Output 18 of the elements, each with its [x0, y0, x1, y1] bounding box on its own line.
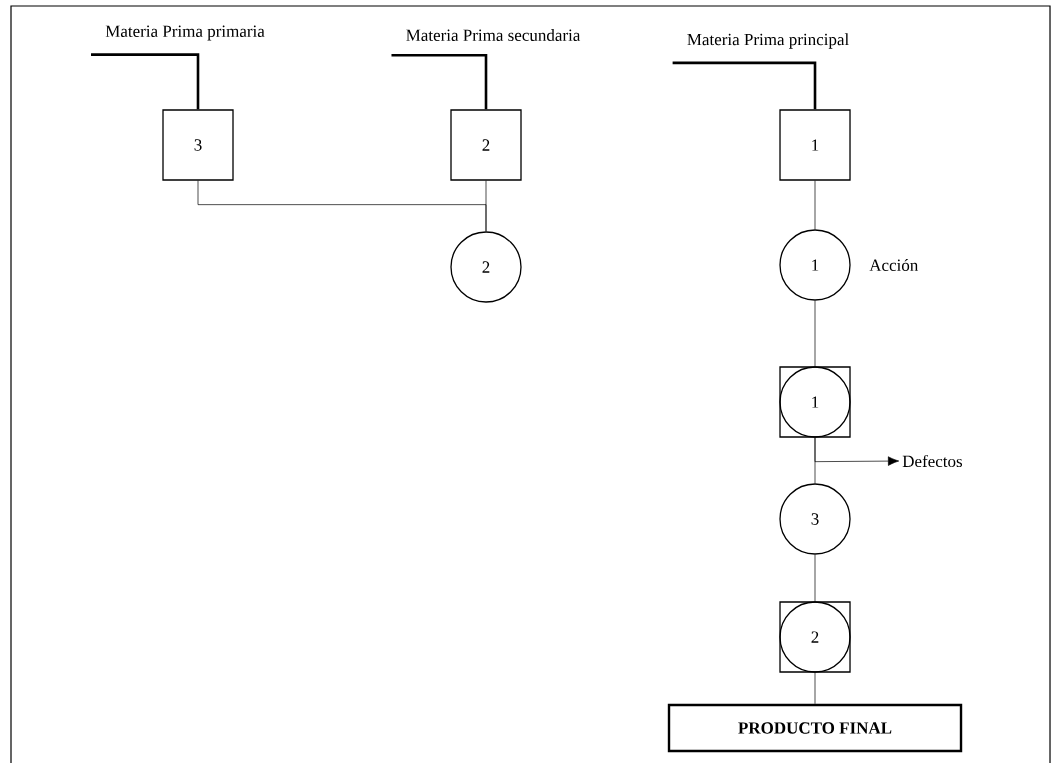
input-label: Materia Prima primaria	[105, 25, 265, 41]
inspection-square: 2	[450, 109, 522, 181]
connector-line	[672, 61, 817, 110]
output-label: Defectos	[902, 454, 962, 468]
connector-line	[814, 180, 816, 230]
input-label: Materia Prima principal	[687, 33, 849, 49]
connector-line	[814, 554, 816, 602]
connector-line	[814, 300, 816, 367]
arrow	[814, 437, 900, 466]
connector-line	[814, 672, 816, 705]
product-box: PRODUCTO FINAL	[667, 703, 963, 753]
connector-line	[91, 53, 200, 110]
inspection-square: 1	[779, 109, 851, 181]
input-label: Materia Prima secundaria	[406, 29, 581, 41]
connector-line	[485, 180, 487, 232]
inspection-square: 3	[162, 109, 234, 181]
activity-label: Acción	[869, 259, 919, 271]
connector-line	[391, 53, 488, 110]
